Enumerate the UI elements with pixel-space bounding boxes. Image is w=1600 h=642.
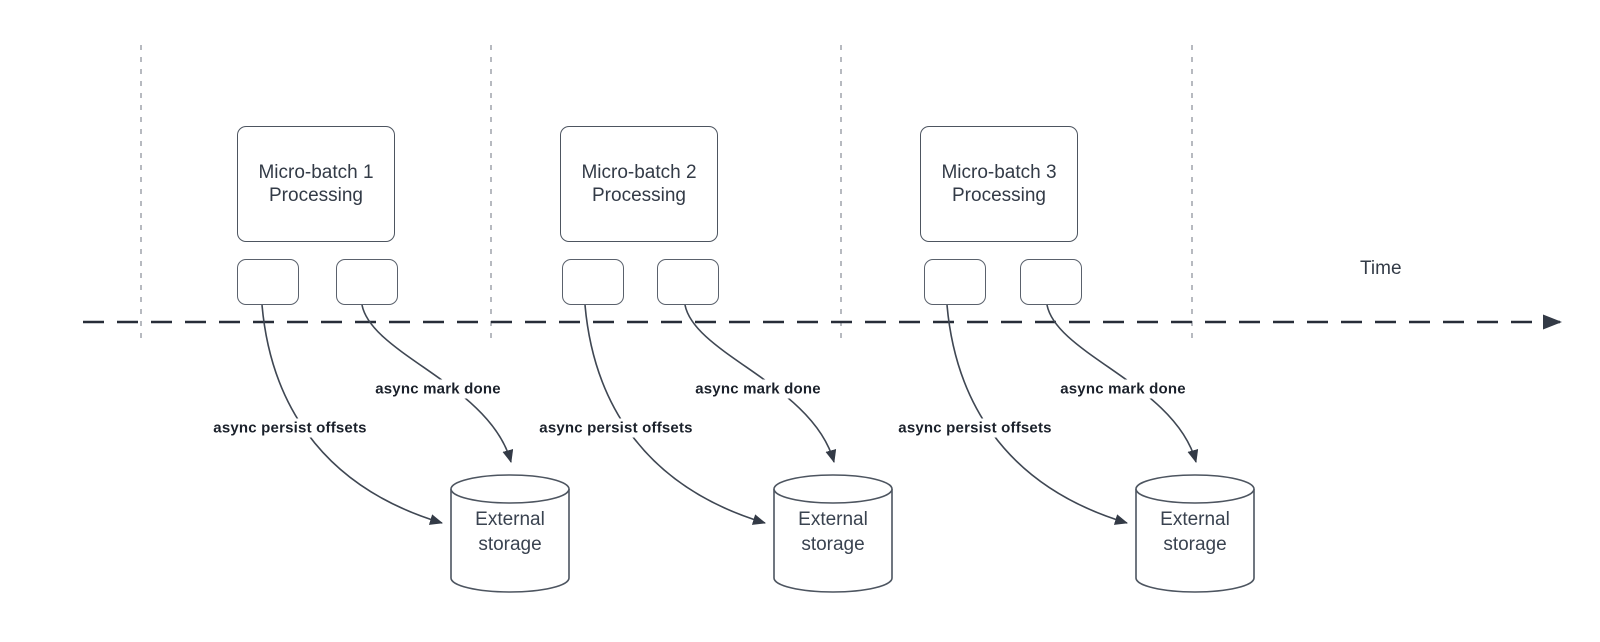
persist-offsets-arrow-3 (946, 304, 1128, 525)
offset-commit-box-2a (562, 259, 624, 305)
offset-commit-box-2b (657, 259, 719, 305)
mark-done-label-1: async mark done (370, 379, 506, 399)
cylinder-body (1135, 489, 1255, 593)
storage-cylinder-2 (773, 474, 893, 593)
persist-offsets-arrow-2 (584, 304, 766, 525)
cylinder-top (1135, 474, 1255, 504)
processing-box-2: Micro-batch 2 Processing (560, 126, 718, 242)
storage-cylinder-3 (1135, 474, 1255, 593)
time-axis-label: Time (1360, 258, 1402, 279)
processing-box-1: Micro-batch 1 Processing (237, 126, 395, 242)
processing-box-label: Micro-batch 1 Processing (258, 162, 374, 206)
cylinder-body (773, 489, 893, 593)
processing-box-label: Micro-batch 3 Processing (941, 162, 1057, 206)
time-guide-lines (140, 45, 1193, 340)
processing-box-3: Micro-batch 3 Processing (920, 126, 1078, 242)
mark-done-arrow-3 (1046, 304, 1199, 463)
mark-done-arrow-2 (684, 304, 837, 463)
processing-box-label: Micro-batch 2 Processing (581, 162, 697, 206)
persist-offsets-arrow-1 (261, 304, 443, 525)
persist-offsets-label-2: async persist offsets (534, 418, 698, 438)
persist-offsets-label-1: async persist offsets (208, 418, 372, 438)
offset-commit-box-3a (924, 259, 986, 305)
offset-commit-box-3b (1020, 259, 1082, 305)
mark-done-arrow-1 (361, 304, 514, 463)
cylinder-body (450, 489, 570, 593)
offset-commit-box-1b (336, 259, 398, 305)
persist-offsets-label-3: async persist offsets (893, 418, 1057, 438)
cylinder-top (450, 474, 570, 504)
storage-cylinder-1 (450, 474, 570, 593)
cylinder-top (773, 474, 893, 504)
mark-done-label-3: async mark done (1055, 379, 1191, 399)
storage-label-1: External storage (475, 509, 545, 555)
storage-label-3: External storage (1160, 509, 1230, 555)
storage-label-2: External storage (798, 509, 868, 555)
mark-done-label-2: async mark done (690, 379, 826, 399)
offset-commit-box-1a (237, 259, 299, 305)
